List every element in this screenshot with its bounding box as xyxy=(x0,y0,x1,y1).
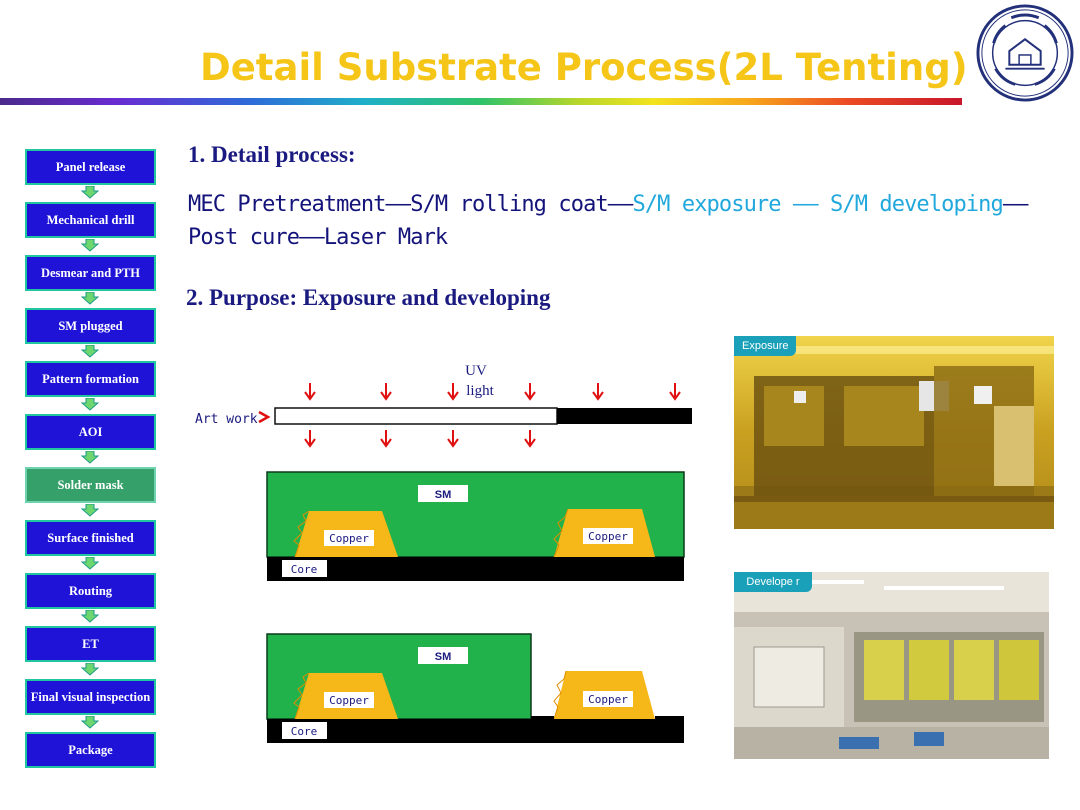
flow-arrow-icon xyxy=(81,239,99,252)
process-step: Laser Mark xyxy=(323,225,448,250)
section-heading-purpose: 2. Purpose: Exposure and developing xyxy=(186,285,551,310)
process-connector: —— xyxy=(1002,192,1029,217)
developer-machine-photo: Develope r xyxy=(734,572,1049,759)
copper-label: Copper xyxy=(329,694,369,707)
uv-light-label: light xyxy=(466,383,494,399)
uv-arrow-icon xyxy=(592,382,604,400)
cross-section-exposure: SM Copper Copper Core xyxy=(266,471,685,581)
flow-step-solder-mask: Solder mask xyxy=(25,467,156,503)
section-heading-detail-process: 1. Detail process: xyxy=(188,142,356,167)
artwork-pointer-icon xyxy=(258,410,271,424)
process-step: Post cure xyxy=(188,225,300,250)
uv-arrow-icon xyxy=(304,382,316,400)
flow-arrow-icon xyxy=(81,716,99,729)
developer-photo-label: Develope r xyxy=(734,572,812,592)
flow-step-surface-finished: Surface finished xyxy=(25,520,156,556)
exposure-developing-diagram: UV light Art work SM Copper Copper Core … xyxy=(195,363,692,743)
flow-step-package: Package xyxy=(25,732,156,768)
uv-arrow-icon xyxy=(380,429,392,447)
process-connector: —— xyxy=(299,225,325,250)
uv-arrow-icon xyxy=(380,382,392,400)
flow-arrow-icon xyxy=(81,504,99,517)
uv-arrow-icon xyxy=(304,429,316,447)
flow-step-pattern-formation: Pattern formation xyxy=(25,361,156,397)
flow-step-sm-plugged: SM plugged xyxy=(25,308,156,344)
rainbow-divider xyxy=(0,98,962,105)
flow-arrow-icon xyxy=(81,451,99,464)
process-connector: —— xyxy=(385,192,412,217)
copper-label: Copper xyxy=(588,693,628,706)
sm-label: SM xyxy=(435,489,452,501)
cross-section-developing: SM Copper Copper Core xyxy=(266,633,684,743)
uv-arrow-icon xyxy=(524,429,536,447)
copper-label: Copper xyxy=(588,530,628,543)
exposure-machine-photo: Exposure xyxy=(734,336,1054,529)
page-title: Detail Substrate Process(2L Tenting) xyxy=(200,46,968,89)
flow-arrow-icon xyxy=(81,663,99,676)
uv-arrow-icon xyxy=(669,382,681,400)
sm-label: SM xyxy=(435,651,452,663)
process-connector: —— xyxy=(780,192,831,217)
flow-arrow-icon xyxy=(81,610,99,623)
process-step: S/M exposure xyxy=(632,192,781,217)
core-label: Core xyxy=(291,563,318,576)
flow-step-et: ET xyxy=(25,626,156,662)
flow-step-panel-release: Panel release xyxy=(25,149,156,185)
flow-arrow-icon xyxy=(81,557,99,570)
flow-step-final-visual-inspection: Final visual inspection xyxy=(25,679,156,715)
developer-machine-image xyxy=(734,572,1049,759)
uv-arrow-icon xyxy=(524,382,536,400)
process-flowchart: Panel release Mechanical drill Desmear a… xyxy=(0,0,170,810)
artwork-label: Art work xyxy=(195,412,258,427)
exposure-machine-image xyxy=(734,336,1054,529)
flow-arrow-icon xyxy=(81,186,99,199)
university-seal-logo xyxy=(976,4,1074,102)
flow-arrow-icon xyxy=(81,292,99,305)
flow-arrow-icon xyxy=(81,398,99,411)
uv-arrow-icon xyxy=(447,382,459,400)
artwork-opaque-area xyxy=(557,408,692,424)
process-step: S/M developing xyxy=(830,192,1004,217)
uv-light-label: UV xyxy=(465,363,487,379)
copper-label: Copper xyxy=(329,532,369,545)
process-step: S/M rolling coat xyxy=(410,192,608,217)
flow-step-routing: Routing xyxy=(25,573,156,609)
flow-step-desmear-pth: Desmear and PTH xyxy=(25,255,156,291)
exposure-photo-label: Exposure xyxy=(734,336,797,356)
flow-step-mechanical-drill: Mechanical drill xyxy=(25,202,156,238)
flow-step-aoi: AOI xyxy=(25,414,156,450)
uv-arrow-icon xyxy=(447,429,459,447)
artwork-clear-area xyxy=(274,407,558,425)
flow-arrow-icon xyxy=(81,345,99,358)
process-sequence: MEC Pretreatment——S/M rolling coat——S/M … xyxy=(188,188,1038,254)
process-connector: —— xyxy=(607,192,634,217)
core-label: Core xyxy=(291,725,318,738)
process-step: MEC Pretreatment xyxy=(188,192,386,217)
